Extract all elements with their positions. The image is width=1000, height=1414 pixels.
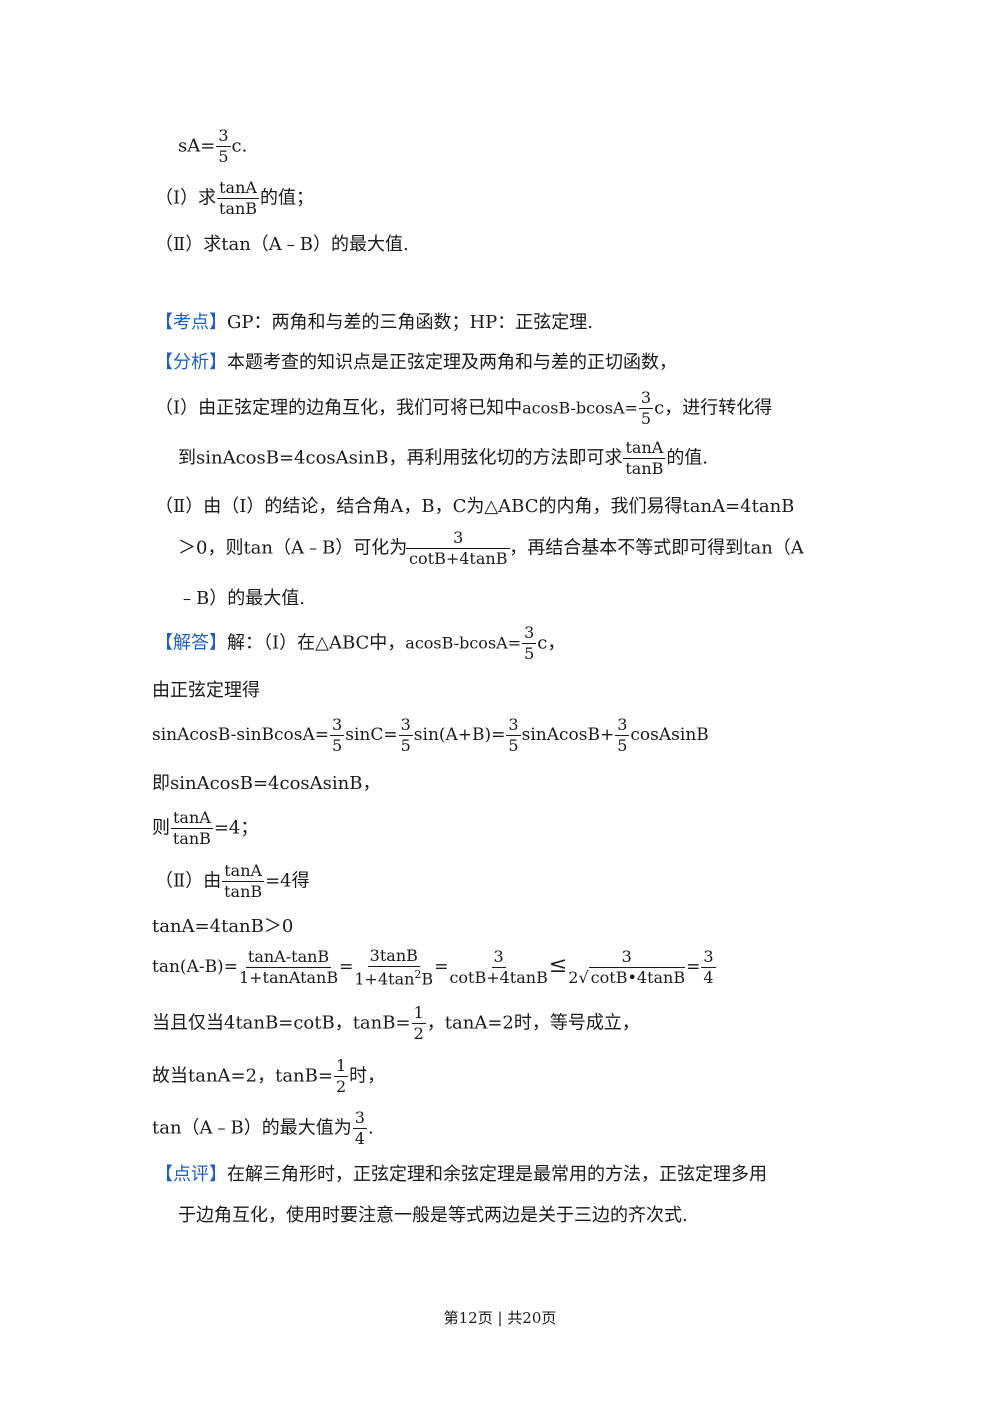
- dianping-line-2: 于边角互化，使用时要注意一般是等式两边是关于三边的齐次式.: [178, 1205, 688, 1226]
- page-footer: 第12页 | 共20页: [443, 1309, 557, 1327]
- kaodian-line: 【考点】GP：两角和与差的三角函数；HP：正弦定理.: [155, 312, 594, 333]
- jieda-line-7: tanA=4tanB＞0: [152, 916, 294, 937]
- jieda-line-4: 即sinAcosB=4cosAsinB，: [152, 773, 381, 794]
- fenxi-tag: 【分析】: [155, 352, 227, 373]
- kaodian-tag: 【考点】: [155, 312, 227, 333]
- dianping-line: 【点评】在解三角形时，正弦定理和余弦定理是最常用的方法，正弦定理多用: [155, 1164, 767, 1185]
- fenxi-line: 【分析】本题考查的知识点是正弦定理及两角和与差的正切函数，: [155, 352, 677, 373]
- fenxi-part2-a: （Ⅱ）由（Ⅰ）的结论，结合角A，B，C为△ABC的内角，我们易得tanA=4ta…: [155, 496, 795, 517]
- dianping-tag: 【点评】: [155, 1164, 227, 1185]
- fenxi-part2-c: ﹣B）的最大值.: [178, 588, 305, 609]
- jieda-tag: 【解答】: [155, 632, 227, 654]
- jieda-line-2: 由正弦定理得: [152, 680, 260, 701]
- problem-part2: （Ⅱ）求tan（A﹣B）的最大值.: [155, 234, 409, 255]
